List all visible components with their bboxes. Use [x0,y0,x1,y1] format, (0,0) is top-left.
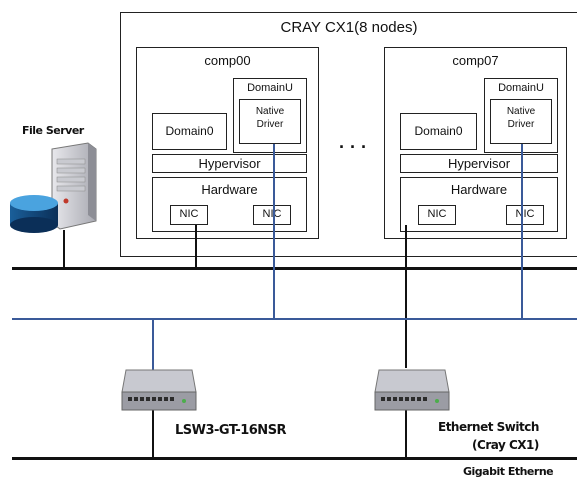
hypervisor-label-comp07: Hypervisor [447,156,511,171]
nic1-box-comp00 [170,205,208,225]
black-network-line-bottom [12,457,577,460]
domain0-label-comp07: Domain0 [414,124,463,138]
blue-network-line [12,318,577,320]
nic1-label-comp07: NIC [427,208,447,220]
switch-lsw3-label: LSW3-GT-16NSR [175,423,287,438]
hardware-label-comp07: Hardware [450,182,508,197]
link-comp00-driver [273,144,275,319]
link-fileserver [63,230,65,269]
file-server-icon [10,142,97,233]
nic2-label-comp07: NIC [515,208,535,220]
domain0-label-comp00: Domain0 [165,124,214,138]
gigabit-network-label: Gigabit Etherne [463,465,554,478]
node-name-comp00: comp00 [204,53,251,68]
native-driver-box-comp00 [239,99,301,144]
link-comp07-nic1 [405,225,407,268]
native-driver-box-comp07 [490,99,552,144]
domainU-label-comp00: DomainU [247,82,293,94]
nic1-box-comp07 [418,205,456,225]
nic2-label-comp00: NIC [262,208,282,220]
link-comp00-nic1 [195,225,197,268]
hypervisor-label-comp00: Hypervisor [198,156,261,171]
switch-lsw3-icon [121,369,197,411]
nic1-label-comp00: NIC [179,208,199,220]
nic2-box-comp00 [253,205,291,225]
domain0-box-comp07 [400,113,477,150]
black-network-line-top [12,267,577,270]
native-driver-label-comp00: Native Driver [255,106,285,130]
hypervisor-box-comp07 [400,154,558,173]
hardware-label-comp00: Hardware [201,182,258,197]
domain0-box-comp00 [152,113,227,150]
cluster-title: CRAY CX1(8 nodes) [280,19,418,36]
link-switch-lsw3 [152,319,154,371]
switch-cray-icon [374,369,450,411]
link-comp07-driver [521,144,523,319]
domainU-label-comp07: DomainU [498,82,544,94]
nic2-box-comp07 [506,205,544,225]
switch-cray-label: Ethernet Switch (Cray CX1) [438,420,539,452]
link-switch-lsw3-down [152,410,154,459]
hypervisor-box-comp00 [152,154,307,173]
link-switch-cray-down [405,410,407,459]
native-driver-label-comp07: Native Driver [506,106,536,130]
node-ellipsis: · · · [339,137,367,157]
node-name-comp07: comp07 [452,53,499,68]
file-server-label: File Server [22,124,84,137]
